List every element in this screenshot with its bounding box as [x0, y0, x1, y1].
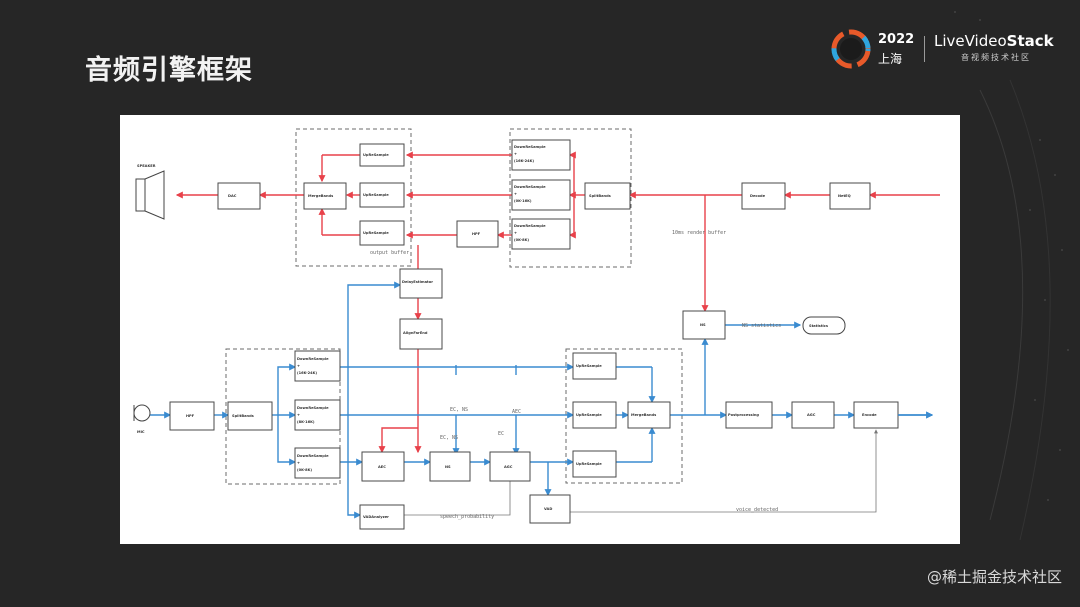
neteq-label: NetEQ [838, 194, 851, 198]
up3-label: UpReSample [363, 231, 389, 235]
conference-logo-icon [831, 29, 871, 69]
down1-label: DownReSample+(16K-24K) [514, 145, 546, 163]
ns-statistics-label: NS statistics [742, 323, 781, 329]
up5-label: UpReSample [576, 413, 602, 417]
up4-label: UpReSample [576, 364, 602, 368]
up-resample-6-node: UpReSample [572, 450, 617, 478]
brand-name: LiveVideoStack [934, 32, 1054, 50]
ec-ns-label-2: EC, NS [440, 435, 458, 441]
vad-analyzer-node: VADAnalyzer [359, 504, 405, 530]
dac-label: DAC [228, 194, 237, 198]
delay-est-label: DelayEstimator [402, 280, 433, 284]
up1-label: UpReSample [363, 153, 389, 157]
brand-city: 上海 [878, 52, 903, 66]
bottom-merge-group [565, 348, 683, 484]
audio-engine-diagram: SPEAKER DAC MergeBands UpReSample UpReSa… [120, 115, 960, 544]
postprocessing-node: Postprocessing [725, 401, 773, 429]
hpf-top-label: HPF [472, 232, 481, 236]
dac-node: DAC [217, 182, 261, 210]
aec-node-label: AEC [378, 465, 386, 469]
split-bottom-label: SplitBands [232, 414, 254, 418]
encode-node: Encode [853, 401, 899, 429]
ns-node: NS [682, 310, 726, 340]
up-resample-1-node: UpReSample [359, 143, 405, 167]
info-lines [404, 429, 878, 516]
render-buffer-label: 10ms render buffer [672, 230, 726, 236]
up-resample-5-node: UpReSample [572, 401, 617, 429]
hpf-bottom-node: HPF [169, 401, 215, 431]
agc2-node: AGC [791, 401, 835, 429]
output-buffer-label: output buffer [370, 250, 409, 256]
mic-label: MIC [137, 430, 145, 434]
down3-label: DownReSample+(0K-8K) [514, 224, 546, 242]
align-far-label: AlignFarEnd [403, 331, 428, 335]
decode-node: Decode [741, 182, 786, 210]
aec-node: AEC [361, 451, 405, 482]
brand-separator [924, 36, 925, 62]
up6-label: UpReSample [576, 462, 602, 466]
delay-estimator-node: DelayEstimator [399, 268, 443, 299]
vad-node: VAD [529, 494, 571, 524]
ns-label: NS [700, 323, 706, 327]
brand-subtitle: 音视频技术社区 [961, 53, 1031, 62]
merge-bottom-label: MergeBands [631, 413, 656, 417]
vad-label: VAD [544, 507, 552, 511]
brand-header: 2022 上海 LiveVideoStack 音视频技术社区 [826, 28, 1066, 70]
hpf-top-node: HPF [456, 220, 499, 248]
agc-label: AGC [504, 465, 513, 469]
ec-ns-label-1: EC, NS [450, 407, 468, 413]
align-far-end-node: AlignFarEnd [399, 318, 443, 350]
merge-bands-bottom-node: MergeBands [627, 401, 671, 429]
up-resample-3-node: UpReSample [359, 220, 405, 246]
speaker-label: SPEAKER [137, 164, 156, 168]
merge-bands-top-node: MergeBands [303, 182, 347, 210]
up-resample-4-node: UpReSample [572, 352, 617, 380]
postproc-label: Postprocessing [728, 413, 759, 417]
split-bands-top-node: SplitBands [584, 182, 631, 210]
merge-top-label: MergeBands [308, 194, 333, 198]
agc-node: AGC [489, 451, 531, 482]
voice-detected-label: voice_detected [736, 507, 778, 513]
down4-label: DownReSample+(16K-24K) [297, 357, 329, 375]
down6-label: DownReSample+(0K-8K) [297, 454, 329, 472]
down-resample-5-node: DownReSample+(8K-16K) [294, 399, 341, 431]
encode-label: Encode [862, 413, 877, 417]
ec-label: EC [498, 431, 504, 437]
ns2-node: NS [429, 451, 471, 482]
aec-small-label: AEC [512, 409, 521, 415]
down-resample-2-node: DownReSample+(0K-16K) [511, 179, 571, 211]
mic-icon [133, 404, 151, 422]
vad-analyzer-label: VADAnalyzer [363, 515, 389, 519]
speech-probability-label: speech_probability [440, 514, 494, 520]
down5-label: DownReSample+(8K-16K) [297, 406, 329, 424]
down-resample-1-node: DownReSample+(16K-24K) [511, 139, 571, 171]
slide-title: 音频引擎框架 [85, 55, 253, 86]
up-resample-2-node: UpReSample [359, 182, 405, 208]
brand-name-suffix: Stack [1006, 32, 1054, 50]
down-resample-6-node: DownReSample+(0K-8K) [294, 447, 341, 479]
brand-name-prefix: LiveVideo [934, 32, 1007, 50]
statistics-node: Statistics [802, 316, 846, 335]
down-resample-4-node: DownReSample+(16K-24K) [294, 350, 341, 382]
capture-path [150, 281, 934, 519]
speaker-icon [135, 170, 165, 220]
ns2-label: NS [445, 465, 451, 469]
watermark: @稀土掘金技术社区 [926, 568, 1062, 586]
render-path [175, 151, 940, 454]
down2-label: DownReSample+(0K-16K) [514, 185, 546, 203]
statistics-label: Statistics [809, 324, 828, 328]
up2-label: UpReSample [363, 193, 389, 197]
split-bands-bottom-node: SplitBands [227, 401, 273, 431]
agc2-label: AGC [807, 413, 816, 417]
neteq-node: NetEQ [829, 182, 871, 210]
decode-label: Decode [750, 194, 766, 198]
split-top-label: SplitBands [589, 194, 611, 198]
hpf-bottom-label: HPF [186, 414, 195, 418]
down-resample-3-node: DownReSample+(0K-8K) [511, 218, 571, 250]
brand-year: 2022 [878, 32, 915, 47]
